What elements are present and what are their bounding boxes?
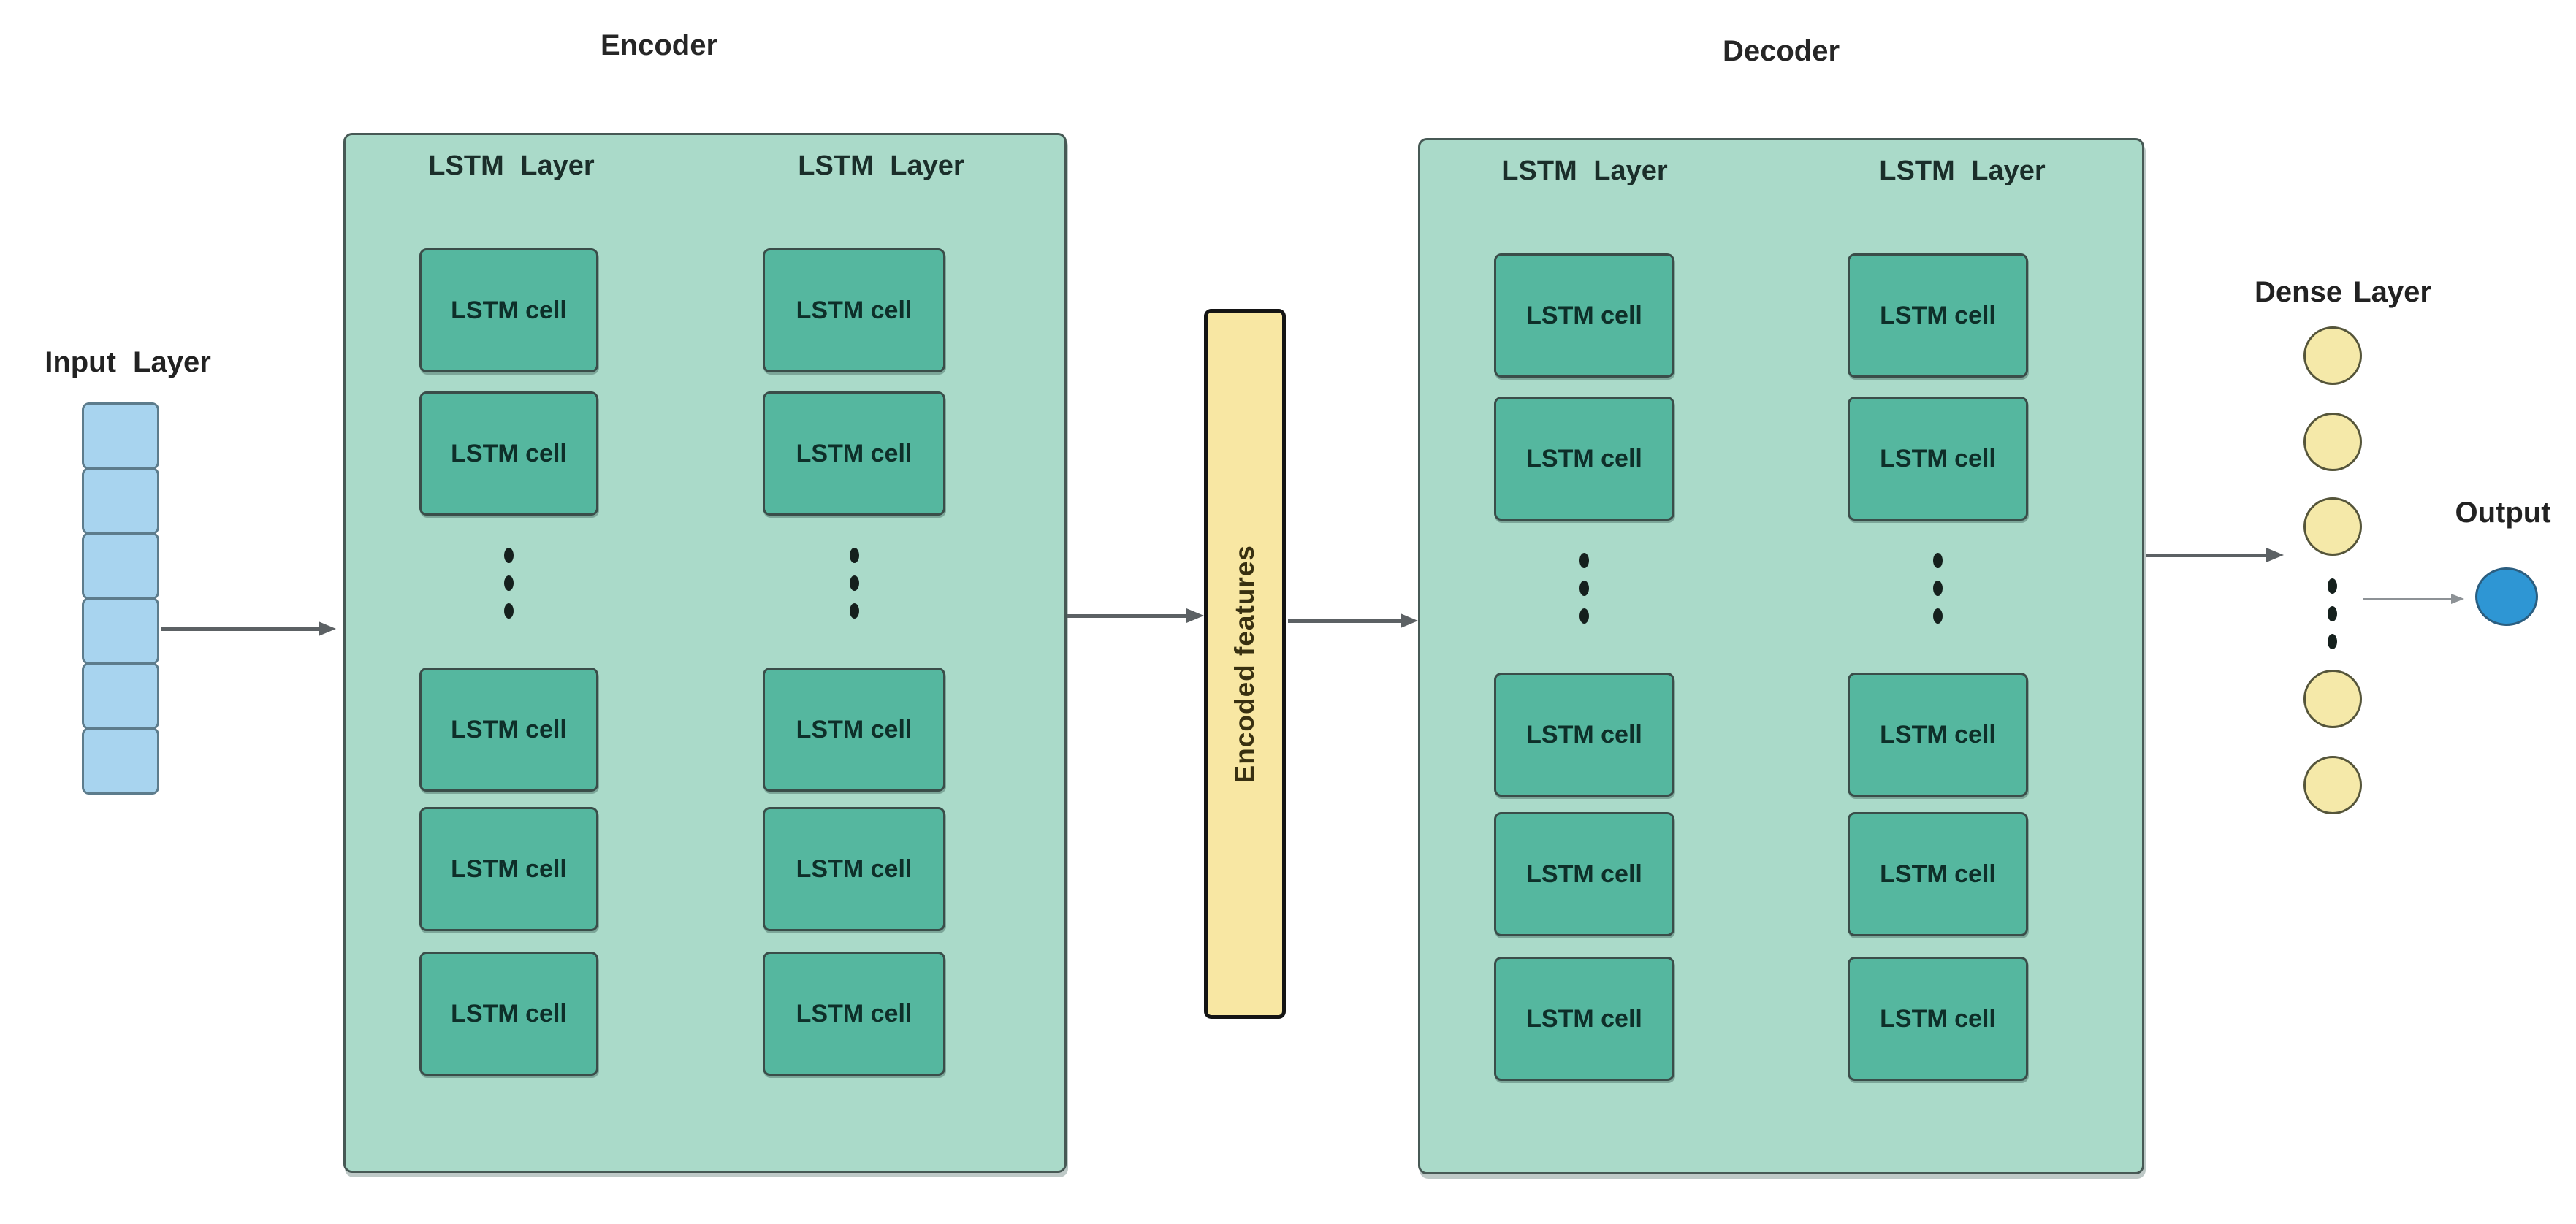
decoder-lstm-layer-header-1: LSTM Layer [1501,156,1668,186]
ellipsis-dots [2328,578,2337,649]
dense-unit [2303,413,2362,471]
lstm-cell: LSTM cell [763,668,945,792]
lstm-cell: LSTM cell [419,668,598,792]
dot [1579,553,1589,568]
dot [1933,608,1943,624]
input-layer-label: Input Layer [45,346,211,378]
lstm-cell: LSTM cell [1848,397,2028,521]
arrow-encoder-to-features [1067,608,1204,623]
encoder-lstm-layer-header-2: LSTM Layer [798,150,964,181]
dot [2328,634,2337,649]
dot [504,575,514,591]
encoder-column-2: LSTM cell LSTM cell LSTM cell LSTM cell … [763,135,945,1171]
dense-unit [2303,326,2362,385]
arrow-dense-to-output [2363,594,2464,604]
arrow-features-to-decoder [1288,613,1418,628]
lstm-cell: LSTM cell [1494,673,1674,797]
lstm-cell: LSTM cell [1848,673,2028,797]
encoder-column-1: LSTM cell LSTM cell LSTM cell LSTM cell … [419,135,598,1171]
lstm-cell: LSTM cell [1848,957,2028,1081]
arrow-decoder-to-dense [2146,548,2284,562]
encoder-lstm-layer-header-1: LSTM Layer [428,150,595,181]
lstm-cell: LSTM cell [1848,812,2028,936]
ellipsis-dots [1848,553,2028,624]
input-unit [82,597,159,665]
lstm-cell: LSTM cell [419,952,598,1076]
dot [1933,581,1943,596]
dot [849,603,859,619]
lstm-cell: LSTM cell [419,391,598,516]
ellipsis-dots [763,548,945,619]
decoder-box: LSTM Layer LSTM Layer LSTM cell LSTM cel… [1418,138,2144,1174]
lstm-cell: LSTM cell [419,248,598,372]
encoded-features-bar: Encoded features [1204,309,1286,1019]
input-unit [82,532,159,600]
dot [849,575,859,591]
dense-unit [2303,670,2362,728]
input-layer-stack [82,402,159,795]
dot [2328,578,2337,594]
dense-layer-label: Dense Layer [2255,276,2431,308]
encoded-features-label: Encoded features [1230,544,1260,784]
dense-unit [2303,756,2362,814]
input-unit [82,727,159,795]
output-node [2475,567,2538,626]
dot [849,548,859,563]
lstm-cell: LSTM cell [1494,957,1674,1081]
lstm-cell: LSTM cell [1494,812,1674,936]
lstm-cell: LSTM cell [1848,253,2028,378]
output-label: Output [2455,497,2551,529]
dot [2328,606,2337,621]
lstm-cell: LSTM cell [763,952,945,1076]
input-unit [82,402,159,470]
lstm-cell: LSTM cell [763,807,945,931]
lstm-cell: LSTM cell [419,807,598,931]
ellipsis-dots [1494,553,1674,624]
dense-unit [2303,497,2362,556]
ellipsis-dots [419,548,598,619]
input-unit [82,467,159,535]
arrow-input-to-encoder [161,621,336,636]
lstm-cell: LSTM cell [1494,397,1674,521]
lstm-cell: LSTM cell [1494,253,1674,378]
lstm-cell: LSTM cell [763,391,945,516]
dot [504,548,514,563]
input-unit [82,662,159,730]
encoder-title: Encoder [600,29,718,61]
encoder-box: LSTM Layer LSTM Layer LSTM cell LSTM cel… [343,133,1067,1173]
lstm-cell: LSTM cell [763,248,945,372]
decoder-column-1: LSTM cell LSTM cell LSTM cell LSTM cell … [1494,140,1674,1172]
decoder-lstm-layer-header-2: LSTM Layer [1879,156,2046,186]
dot [1933,553,1943,568]
dot [1579,608,1589,624]
dot [1579,581,1589,596]
decoder-title: Decoder [1722,35,1840,67]
decoder-column-2: LSTM cell LSTM cell LSTM cell LSTM cell … [1848,140,2028,1172]
dot [504,603,514,619]
